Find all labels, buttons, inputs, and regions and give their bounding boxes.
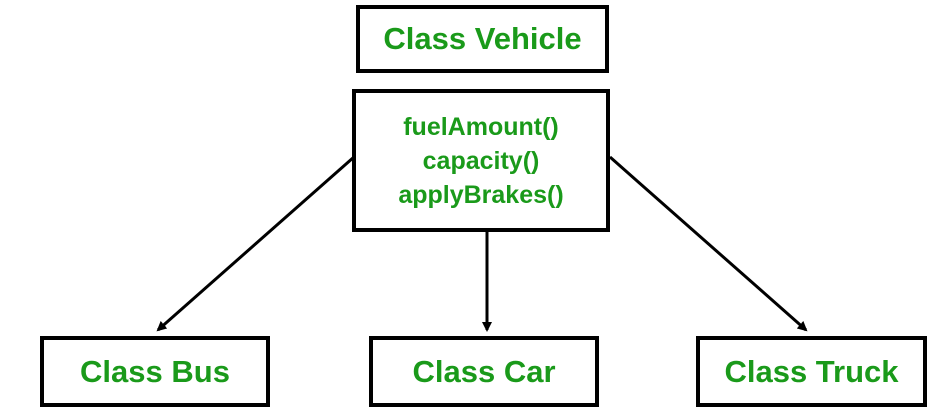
vehicle-class-title: Class Vehicle bbox=[383, 21, 582, 56]
arrow-to-bus bbox=[156, 155, 355, 332]
vehicle-class-title-box: Class Vehicle bbox=[356, 5, 609, 73]
vehicle-methods-box: fuelAmount() capacity() applyBrakes() bbox=[352, 89, 610, 232]
arrow-to-truck bbox=[609, 155, 808, 332]
method-capacity: capacity() bbox=[422, 146, 540, 175]
bus-class-box: Class Bus bbox=[40, 336, 270, 407]
truck-class-box: Class Truck bbox=[696, 336, 927, 407]
car-class-box: Class Car bbox=[369, 336, 599, 407]
method-fuel-amount: fuelAmount() bbox=[403, 112, 559, 141]
bus-class-label: Class Bus bbox=[80, 353, 230, 389]
method-apply-brakes: applyBrakes() bbox=[398, 180, 564, 209]
car-class-label: Class Car bbox=[412, 353, 556, 389]
truck-class-label: Class Truck bbox=[724, 353, 899, 389]
